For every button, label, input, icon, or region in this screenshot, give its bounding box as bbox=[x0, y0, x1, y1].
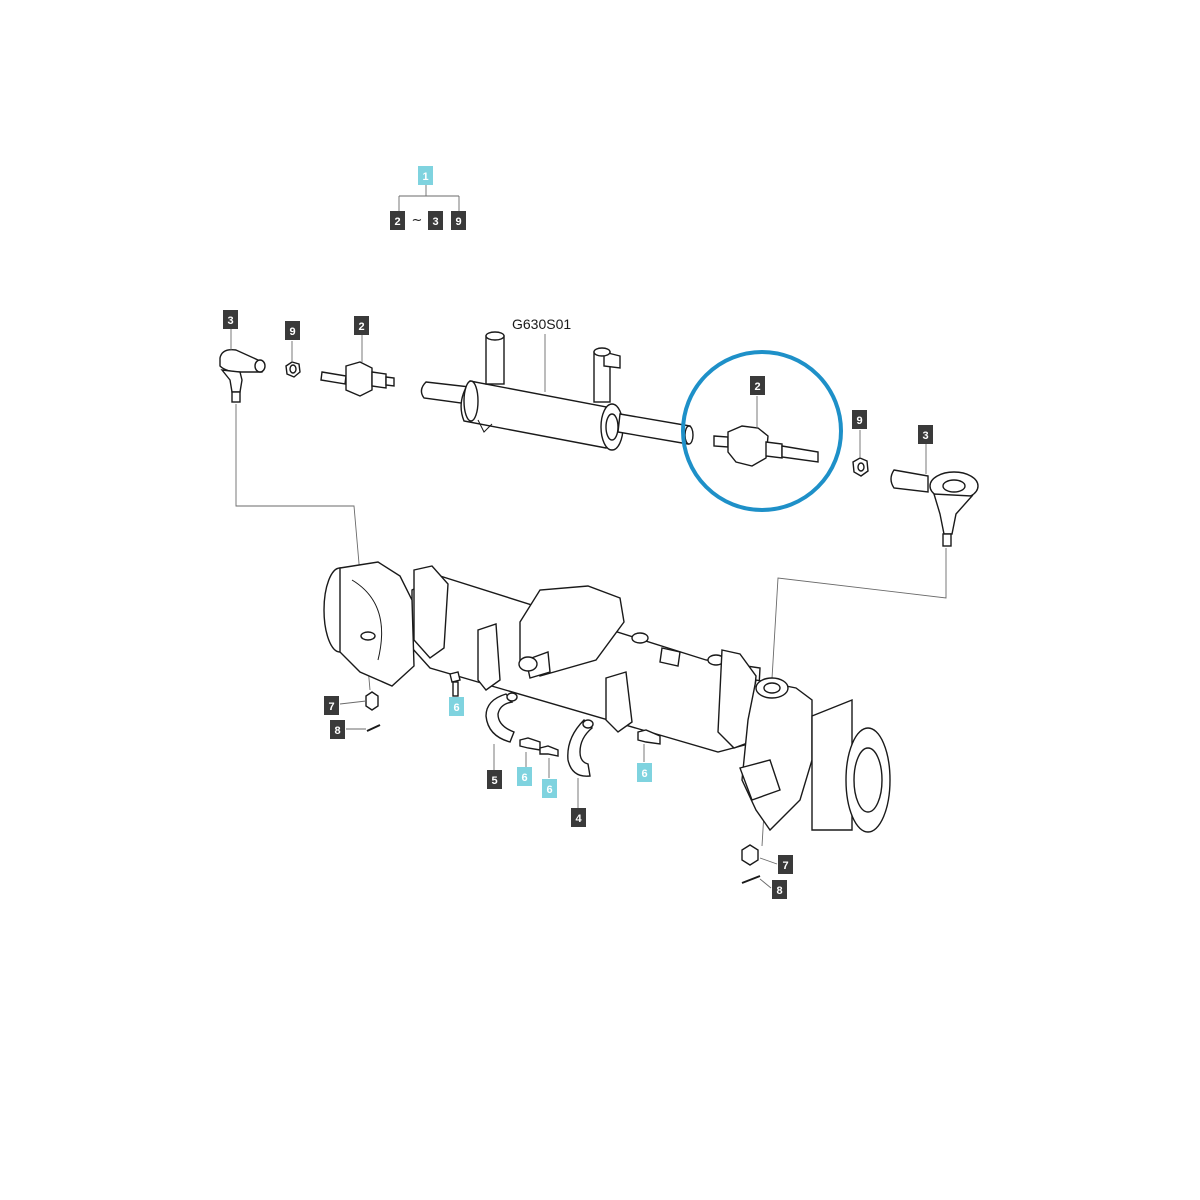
cotter-pin-right bbox=[741, 875, 761, 884]
callout-castle-nut-right[interactable]: 7 bbox=[778, 855, 793, 874]
callout-inner-joint-left[interactable]: 2 bbox=[354, 316, 369, 335]
svg-text:2: 2 bbox=[394, 216, 400, 228]
callout-tie-rod-end-left[interactable]: 3 bbox=[223, 310, 238, 329]
tie-rod-end-right bbox=[890, 469, 979, 547]
svg-text:9: 9 bbox=[289, 326, 295, 338]
svg-text:1: 1 bbox=[422, 171, 428, 183]
svg-text:5: 5 bbox=[491, 775, 497, 787]
callout-tie-rod-end-right[interactable]: 3 bbox=[918, 425, 933, 444]
highlight-circle bbox=[681, 350, 843, 512]
left-wheel-hub bbox=[323, 561, 415, 687]
callout-castle-nut-left[interactable]: 7 bbox=[324, 696, 339, 715]
svg-text:6: 6 bbox=[453, 702, 459, 714]
front-axle-housing bbox=[323, 561, 891, 833]
svg-text:8: 8 bbox=[334, 725, 340, 737]
svg-text:3: 3 bbox=[227, 315, 233, 327]
svg-text:2: 2 bbox=[358, 321, 364, 333]
range-tilde: ~ bbox=[412, 213, 423, 228]
svg-text:4: 4 bbox=[575, 813, 582, 825]
callout-clamp-left[interactable]: 5 bbox=[487, 770, 502, 789]
svg-text:7: 7 bbox=[328, 701, 334, 713]
steering-cylinder-assembly: G630S01 bbox=[420, 316, 694, 451]
callout-inner-joint-right[interactable]: 2 bbox=[750, 376, 765, 395]
callout-cotter-pin-left[interactable]: 8 bbox=[330, 720, 345, 739]
part-code: G630S01 bbox=[512, 316, 571, 332]
bolt-a bbox=[449, 671, 461, 697]
svg-text:3: 3 bbox=[922, 430, 928, 442]
inner-joint-left bbox=[320, 361, 395, 397]
svg-text:8: 8 bbox=[776, 885, 782, 897]
bolt-c bbox=[539, 745, 559, 757]
callout-bolt-b[interactable]: 6 bbox=[517, 767, 532, 786]
bolt-d bbox=[637, 729, 661, 745]
svg-text:3: 3 bbox=[432, 216, 438, 228]
clamp-left bbox=[485, 692, 518, 743]
right-wheel-hub bbox=[739, 677, 891, 833]
castle-nut-left bbox=[365, 691, 379, 711]
kit-extra-label[interactable]: 9 bbox=[451, 211, 466, 230]
callout-cotter-pin-right[interactable]: 8 bbox=[772, 880, 787, 899]
kit-main-label[interactable]: 1 bbox=[418, 166, 433, 185]
cotter-pin-left bbox=[366, 724, 381, 732]
callout-nut-right[interactable]: 9 bbox=[852, 410, 867, 429]
callout-bolt-d[interactable]: 6 bbox=[637, 763, 652, 782]
svg-text:6: 6 bbox=[521, 772, 527, 784]
hydraulic-port-right bbox=[593, 347, 621, 403]
hydraulic-port-left bbox=[485, 331, 505, 385]
inner-joint-right bbox=[713, 425, 819, 467]
tie-rod-end-left bbox=[219, 348, 266, 403]
kit-from-label[interactable]: 2 bbox=[390, 211, 405, 230]
svg-text:9: 9 bbox=[455, 216, 461, 228]
kit-to-label[interactable]: 3 bbox=[428, 211, 443, 230]
callout-nut-left[interactable]: 9 bbox=[285, 321, 300, 340]
right-piston-rod bbox=[617, 413, 691, 445]
castle-nut-right bbox=[741, 844, 759, 866]
svg-text:6: 6 bbox=[546, 784, 552, 796]
svg-text:9: 9 bbox=[856, 415, 862, 427]
callout-bolt-c[interactable]: 6 bbox=[542, 779, 557, 798]
bolt-b bbox=[519, 737, 541, 751]
svg-text:7: 7 bbox=[782, 860, 788, 872]
callout-clamp-right[interactable]: 4 bbox=[571, 808, 586, 827]
svg-text:6: 6 bbox=[641, 768, 647, 780]
svg-text:2: 2 bbox=[754, 381, 760, 393]
kit-composition: 1 2 ~ 3 9 bbox=[390, 166, 466, 230]
cylinder-barrel bbox=[460, 380, 613, 449]
nut-right bbox=[852, 457, 869, 477]
clamp-right bbox=[567, 719, 594, 777]
callout-bolt-a[interactable]: 6 bbox=[449, 697, 464, 716]
nut-left bbox=[285, 361, 301, 378]
